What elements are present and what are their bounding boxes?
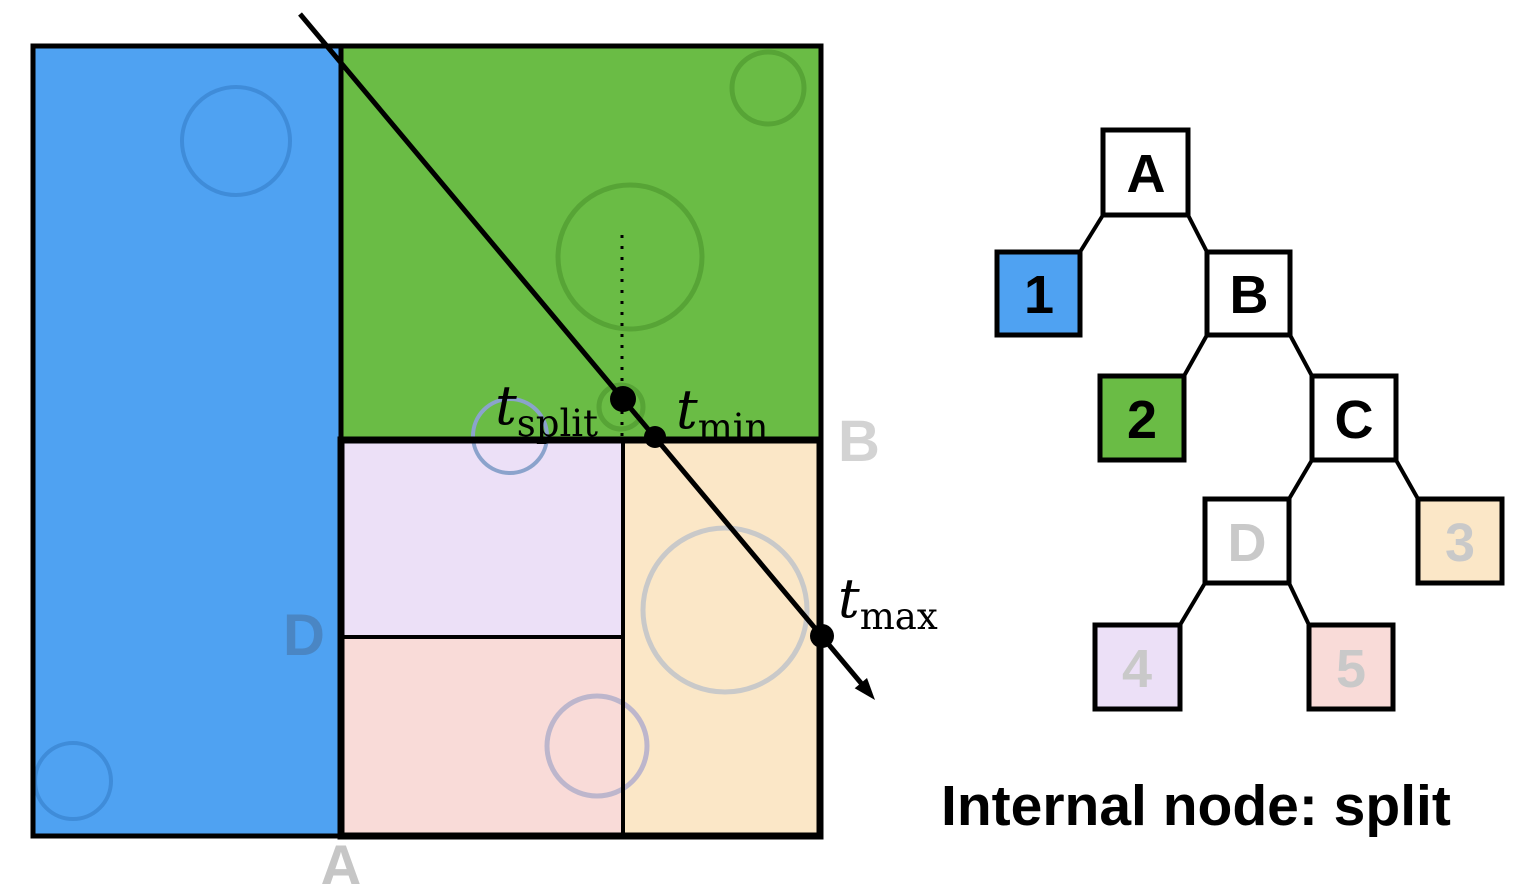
t-max-point [810,624,834,648]
region-3-peach [623,440,820,836]
edge-d-4 [1178,581,1207,627]
outer-square-border [30,43,824,839]
edge-c-3 [1394,459,1420,500]
scene-object-circle-green-topright [729,49,807,127]
region-4-lavender [341,440,623,637]
tree-node-4-box [1092,622,1183,712]
t-split-point [610,386,636,412]
scene-object-circle-green-small [596,382,646,432]
split-label-d: D [283,603,325,668]
t-split-label-sub: split [517,402,598,445]
edge-a-b [1186,214,1209,253]
region-5-pink [341,637,623,836]
tree-node-1-box [994,249,1083,338]
tree-node-5-box [1306,622,1396,712]
region-2-green [341,44,823,440]
split-label-b: B [838,409,880,474]
split-label-a: A [320,834,362,884]
edge-a-1 [1078,213,1105,254]
tree-node-c-label: C [1335,390,1374,450]
edge-c-d [1287,458,1314,501]
tree-node-4-label: 4 [1122,639,1152,699]
tree-node-2-box [1097,373,1187,463]
t-min-label-base: t [676,378,698,441]
scene-object-circle-blue-top [180,85,292,197]
tree-node-b-label: B [1230,265,1269,325]
ray-arrowhead [854,678,875,700]
edge-b-c [1288,334,1314,377]
tree-node-1-label: 1 [1024,265,1054,325]
t-split-label: tsplit [495,374,598,445]
tree-node-b-box [1204,249,1293,338]
tree-edges [1078,213,1420,627]
scene-object-circle-gray-large [640,525,810,695]
ray-line [298,12,868,691]
tree-node-d-label: D [1228,513,1267,573]
tree-node-5-label: 5 [1336,639,1366,699]
tree-node-3-box [1415,496,1505,586]
scene-object-circle-pinkgray [544,693,650,799]
t-max-label-base: t [838,567,860,630]
t-max-label-sub: max [860,595,938,638]
tree-node-a-label: A [1127,144,1166,204]
t-max-label: tmax [838,567,938,638]
tree-node-c-box [1309,373,1399,463]
tree-node-2-label: 2 [1127,390,1157,450]
edge-b-2 [1182,334,1209,377]
spatial-partition-diagram: tsplit tmin tmax D B A [30,12,938,884]
tree-node-a-box [1100,127,1191,218]
t-min-label-sub: min [698,406,769,449]
tree-node-d-box [1202,496,1292,586]
t-split-label-base: t [495,374,517,437]
caption-internal-node-split: Internal node: split [941,774,1451,838]
t-min-point [644,426,666,448]
edge-d-5 [1287,582,1311,626]
scene-object-circle-bluegray [471,397,549,475]
tree-node-3-label: 3 [1445,513,1475,573]
region-1-blue [31,44,341,838]
scene-object-circle-green-large [555,182,705,332]
tree-diagram: A 1 B 2 C D 3 4 5 [994,127,1505,712]
t-min-label: tmin [676,378,768,449]
